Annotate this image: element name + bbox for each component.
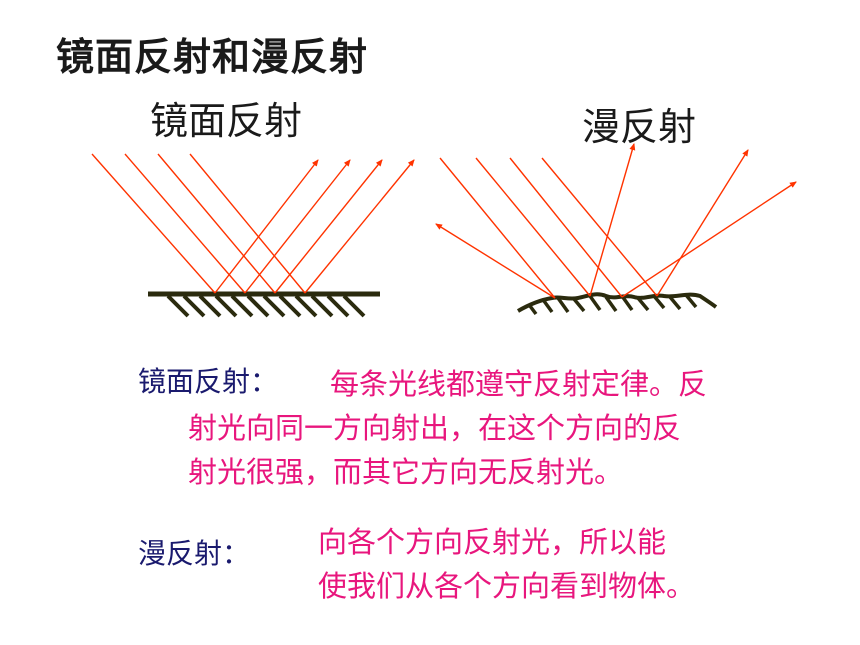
diffuse-reflected-ray <box>621 181 797 298</box>
diffuse-term: 漫反射： <box>138 537 251 570</box>
diffuse-description-line: 使我们从各个方向看到物体。 <box>318 569 696 603</box>
specular-diagram-label: 镜面反射 <box>150 99 303 143</box>
diffuse-reflected-ray <box>589 143 636 297</box>
slide-title: 镜面反射和漫反射 <box>56 35 369 79</box>
specular-incident-ray <box>189 153 306 294</box>
specular-description-line: 射光很强，而其它方向无反射光。 <box>188 455 624 489</box>
specular-description-line: 射光向同一方向射出，在这个方向的反 <box>188 411 682 445</box>
specular-reflected-ray <box>244 159 351 294</box>
specular-incident-ray <box>91 153 216 294</box>
diffuse-reflected-ray <box>435 223 556 299</box>
specular-term: 镜面反射： <box>138 365 279 398</box>
diffuse-incident-ray <box>509 157 623 298</box>
diffuse-description-line: 向各个方向反射光，所以能 <box>318 525 667 559</box>
specular-reflected-ray <box>304 159 415 294</box>
specular-incident-ray <box>124 153 246 294</box>
specular-reflected-ray <box>214 159 319 294</box>
diffuse-incident-ray <box>541 157 658 297</box>
diffuse-reflected-ray <box>656 149 749 297</box>
diffuse-incident-ray <box>439 157 556 299</box>
diffuse-diagram-label: 漫反射 <box>582 105 697 149</box>
specular-incident-ray <box>157 153 276 294</box>
specular-surface <box>148 291 380 318</box>
diffuse-surface <box>516 292 718 316</box>
diffuse-incident-ray <box>475 157 591 297</box>
specular-description-line: 每条光线都遵守反射定律。反 <box>330 367 708 401</box>
specular-reflected-ray <box>274 159 383 294</box>
